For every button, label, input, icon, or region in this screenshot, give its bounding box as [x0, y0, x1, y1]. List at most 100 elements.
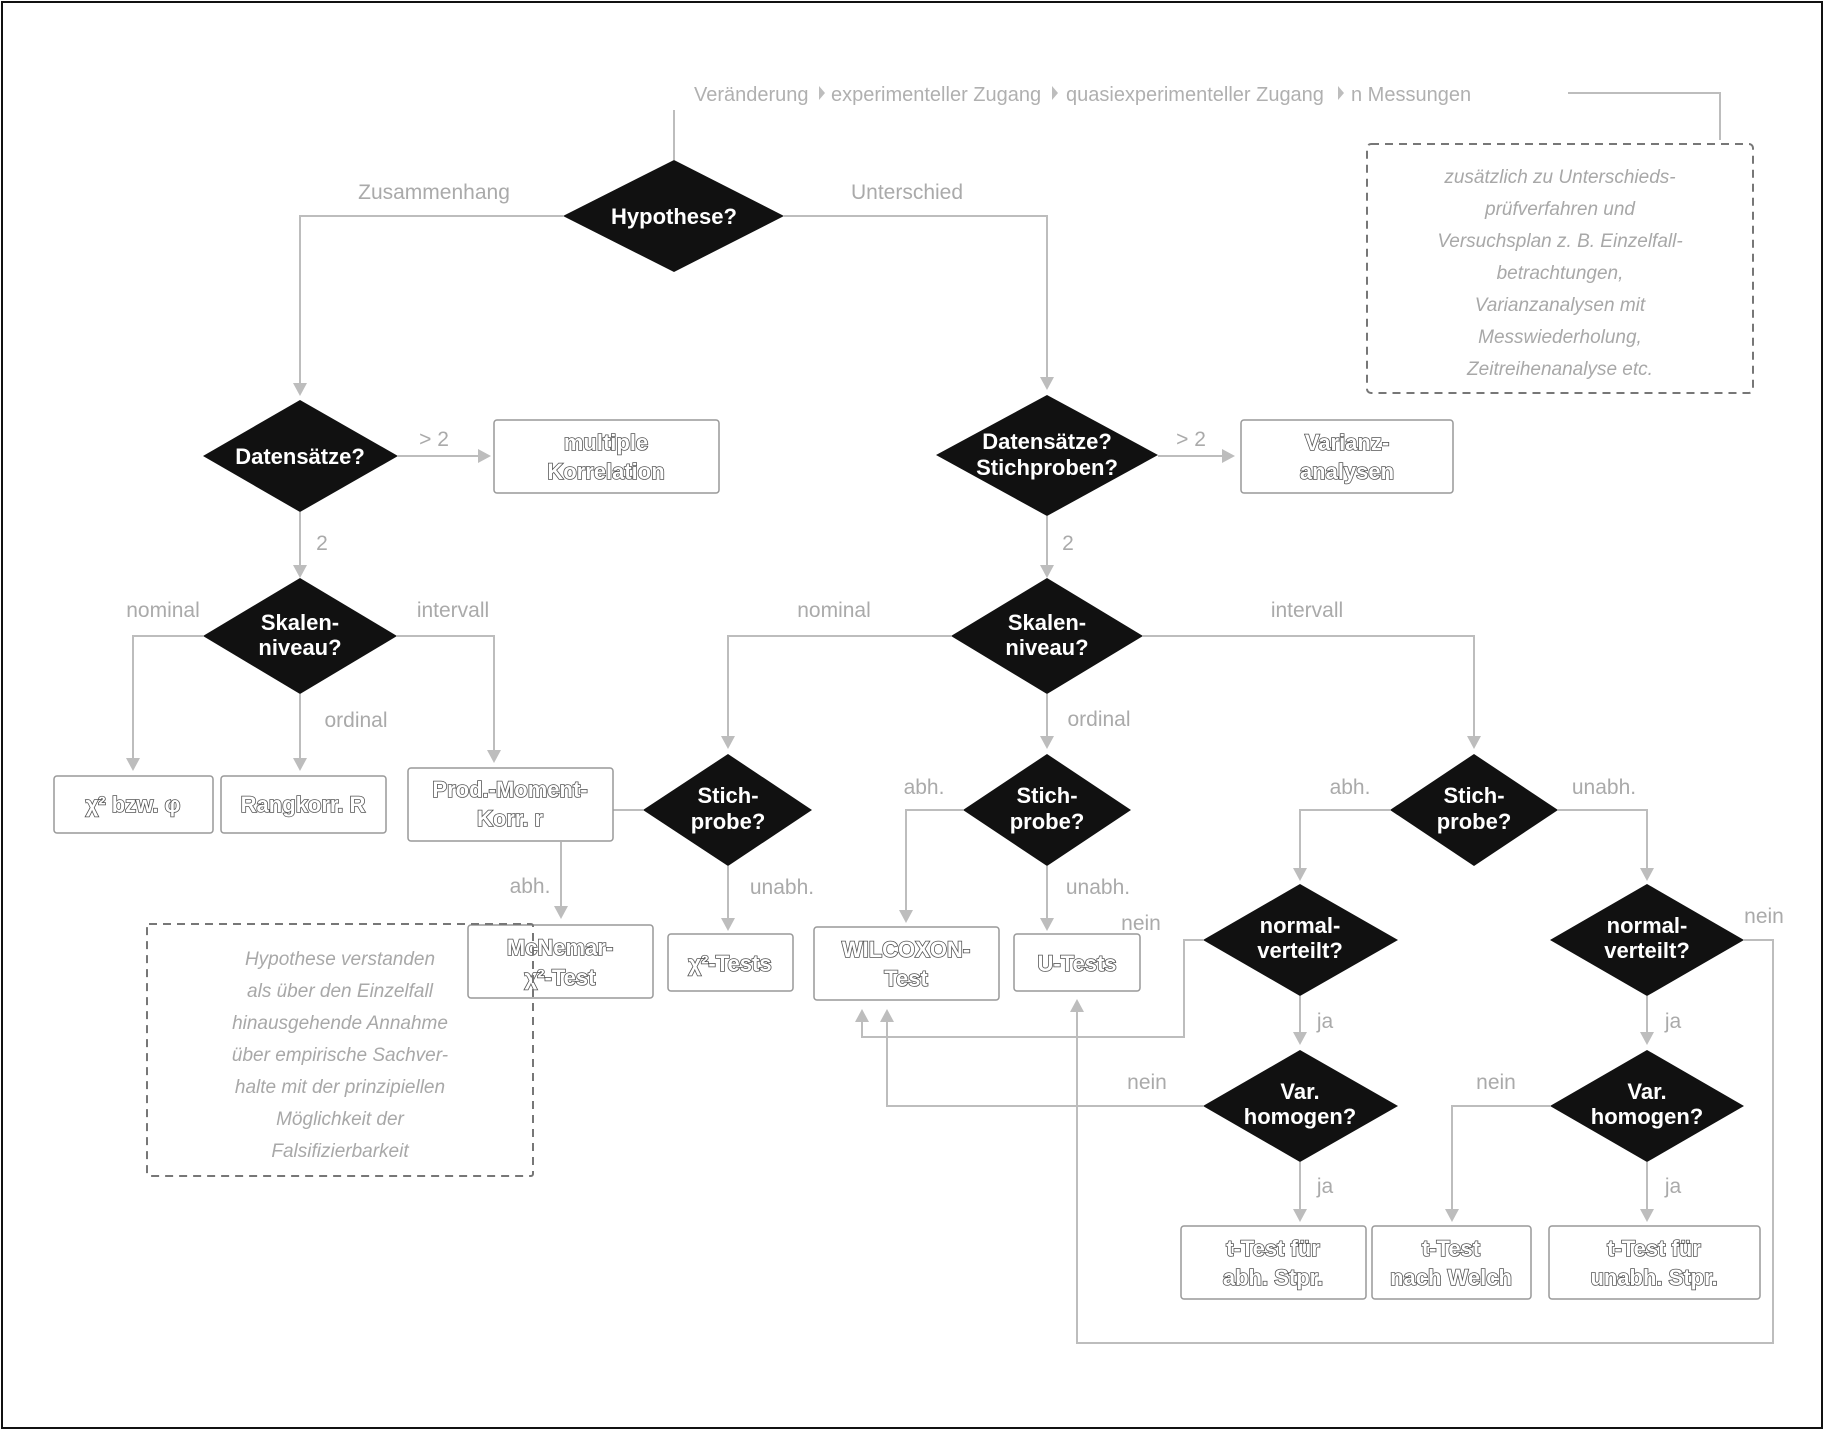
edge-label: ja — [1316, 1010, 1334, 1033]
edge-label: abh. — [904, 776, 945, 799]
decision-label: probe? — [1437, 809, 1512, 834]
decision-label: Stich- — [1016, 783, 1077, 808]
note-bottom-line: Möglichkeit der — [276, 1109, 404, 1130]
edge-label: intervall — [417, 599, 489, 622]
decision-label: Skalen- — [261, 610, 339, 635]
note-bottom-line: über empirische Sachver- — [232, 1045, 448, 1066]
edge-label: ja — [1316, 1175, 1334, 1198]
edge-label: nein — [1476, 1071, 1516, 1094]
decision-label: Var. — [1280, 1079, 1319, 1104]
decision-var-unabh — [1550, 1050, 1744, 1162]
decision-label: niveau? — [1005, 635, 1088, 660]
decision-label: Skalen- — [1008, 610, 1086, 635]
result-label: WILCOXON- — [842, 937, 970, 962]
decision-label: Stich- — [697, 783, 758, 808]
result-box-chitests — [667, 933, 794, 992]
result-label: Korrelation — [547, 459, 664, 484]
breadcrumb-separator-icon — [819, 86, 825, 100]
note-top-line: Messwiederholung, — [1478, 327, 1642, 348]
note-top-line: zusätzlich zu Unterschieds- — [1443, 167, 1675, 188]
decision-label: normal- — [1260, 913, 1341, 938]
decision-label: Datensätze? — [235, 444, 365, 469]
result-box-ttest-abh — [1180, 1225, 1367, 1300]
decision-label: Hypothese? — [611, 204, 737, 229]
result-label: McNemar- — [507, 935, 613, 960]
breadcrumb-item: experimenteller Zugang — [831, 84, 1041, 106]
result-label: nach Welch — [1390, 1265, 1512, 1290]
result-box-ttest-welch — [1371, 1225, 1532, 1300]
result-box-mcnemar — [467, 924, 654, 999]
breadcrumb-item: quasiexperimenteller Zugang — [1066, 84, 1324, 106]
decision-label: verteilt? — [1257, 938, 1343, 963]
edge-label: > 2 — [419, 428, 449, 451]
edge-label: unabh. — [750, 876, 814, 899]
result-box-multiple — [493, 419, 720, 494]
breadcrumb: Veränderung experimenteller Zugang quasi… — [694, 84, 1471, 106]
edge-label: intervall — [1271, 599, 1343, 622]
decision-normal-unabh — [1550, 884, 1744, 996]
note-top-line: Varianzanalysen mit — [1475, 295, 1646, 316]
edge-label: nein — [1121, 912, 1161, 935]
decision-hypothese — [563, 160, 784, 272]
edge-label: nein — [1744, 905, 1784, 928]
note-top-line: prüfverfahren und — [1484, 199, 1636, 220]
decision-stich-ordinal — [963, 754, 1131, 866]
decision-normal-abh — [1203, 884, 1398, 996]
breadcrumb-separator-icon — [1052, 86, 1058, 100]
result-label: Prod.-Moment- — [432, 777, 587, 802]
result-box-ttest-unabh — [1548, 1225, 1761, 1300]
decision-label: normal- — [1607, 913, 1688, 938]
result-label: χ² bzw. φ — [86, 792, 181, 817]
edge-label: Zusammenhang — [358, 181, 510, 204]
note-top-line: Versuchsplan z. B. Einzelfall- — [1437, 231, 1682, 252]
decision-label: probe? — [691, 809, 766, 834]
edge-labels: Zusammenhang Unterschied > 2 > 2 2 2 nom… — [126, 181, 1784, 1198]
note-bottom: Hypothese verstanden als über den Einzel… — [232, 949, 448, 1162]
note-bottom-line: Falsifizierbarkeit — [271, 1141, 409, 1162]
note-top-line: betrachtungen, — [1497, 263, 1624, 284]
result-label: t-Test — [1422, 1236, 1481, 1261]
result-label: Varianz- — [1305, 430, 1389, 455]
result-label: Rangkorr. R — [241, 792, 366, 817]
edge-label: abh. — [1330, 776, 1371, 799]
result-label: multiple — [564, 430, 648, 455]
note-bottom-line: als über den Einzelfall — [247, 981, 434, 1002]
decision-label: probe? — [1010, 809, 1085, 834]
edge-label: 2 — [316, 532, 328, 555]
note-top-line: Zeitreihenanalyse etc. — [1466, 359, 1653, 380]
edge-label: 2 — [1062, 532, 1074, 555]
edge-label: ordinal — [324, 709, 387, 732]
edge-label: ja — [1664, 1010, 1682, 1033]
result-box-utests — [1013, 933, 1141, 992]
edge-label: unabh. — [1066, 876, 1130, 899]
edge-label: ja — [1664, 1175, 1682, 1198]
result-label: Korr. r — [477, 806, 543, 831]
decision-label: homogen? — [1591, 1104, 1703, 1129]
note-bottom-line: halte mit der prinzipiellen — [235, 1077, 445, 1098]
decision-stich-intervall — [1390, 754, 1558, 866]
note-bottom-line: Hypothese verstanden — [245, 949, 435, 970]
decision-datensaetze-right — [936, 395, 1158, 516]
connectors — [126, 92, 1774, 1344]
breadcrumb-separator-icon — [1338, 86, 1344, 100]
edge-label: > 2 — [1176, 428, 1206, 451]
breadcrumb-item: n Messungen — [1351, 84, 1471, 106]
edge-label: abh. — [510, 875, 551, 898]
result-box-prodmoment — [407, 767, 614, 842]
result-label: unabh. Stpr. — [1590, 1265, 1717, 1290]
edge-label: nominal — [126, 599, 200, 622]
result-box-rangkorr — [220, 775, 387, 834]
edge-label: ordinal — [1067, 708, 1130, 731]
result-box-chi-phi — [53, 775, 214, 834]
result-label: Test — [884, 966, 928, 991]
decision-label: niveau? — [258, 635, 341, 660]
result-label: t-Test für — [1607, 1236, 1701, 1261]
decision-var-abh — [1203, 1050, 1398, 1162]
result-label: t-Test für — [1226, 1236, 1320, 1261]
decision-label: Stichproben? — [976, 455, 1118, 480]
decision-label: Stich- — [1443, 783, 1504, 808]
result-label: χ²-Tests — [688, 951, 771, 976]
breadcrumb-item: Veränderung — [694, 84, 809, 106]
decision-label: homogen? — [1244, 1104, 1356, 1129]
